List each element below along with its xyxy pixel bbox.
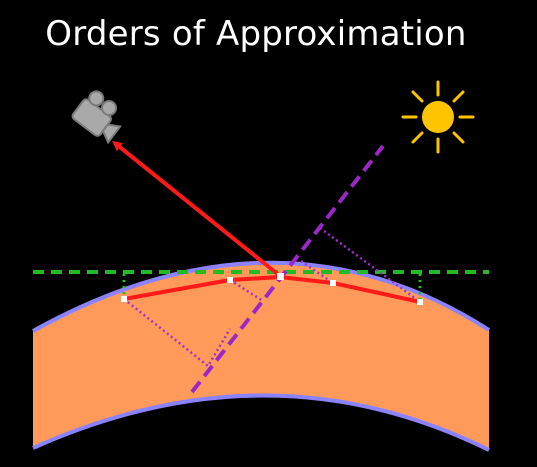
sample-point xyxy=(227,277,233,283)
camera-icon xyxy=(71,90,122,145)
projection-line-mid-right xyxy=(300,259,334,285)
normal-line xyxy=(190,144,385,394)
projection-line-right xyxy=(319,226,421,304)
layer-top-edge xyxy=(32,260,491,333)
sample-point xyxy=(121,296,127,302)
sample-point xyxy=(330,280,336,286)
projection-line-mid-left xyxy=(229,278,264,303)
projection-line-left xyxy=(123,298,232,368)
page-title: Orders of Approximation xyxy=(45,14,467,54)
layer-bottom-edge xyxy=(32,393,490,452)
sample-point xyxy=(417,299,423,305)
sample-point xyxy=(277,273,284,280)
curved-layer xyxy=(33,262,489,450)
view-ray-arrow xyxy=(112,140,282,278)
sun-icon xyxy=(401,80,475,154)
